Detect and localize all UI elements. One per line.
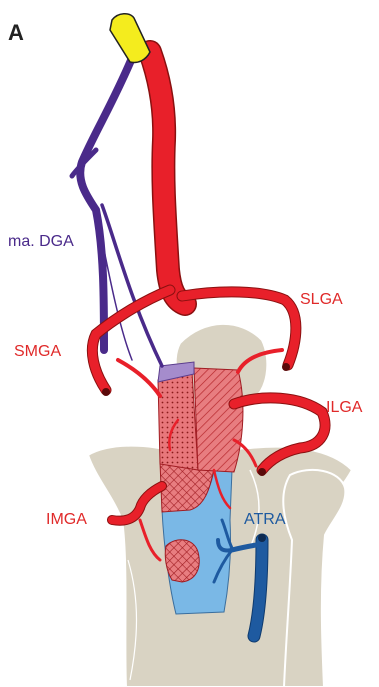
label-atra: ATRA (244, 511, 286, 528)
fibula (283, 470, 345, 687)
label-ma-dga: ma. DGA (8, 233, 74, 250)
zone-crosshatch-lower (165, 540, 199, 582)
zone-hatched (194, 368, 243, 472)
panel-letter: A (8, 20, 24, 45)
label-slga: SLGA (300, 291, 343, 308)
label-smga: SMGA (14, 343, 61, 360)
label-ilga: ILGA (326, 399, 363, 416)
label-imga: IMGA (46, 511, 87, 528)
graft-tip (110, 14, 150, 63)
